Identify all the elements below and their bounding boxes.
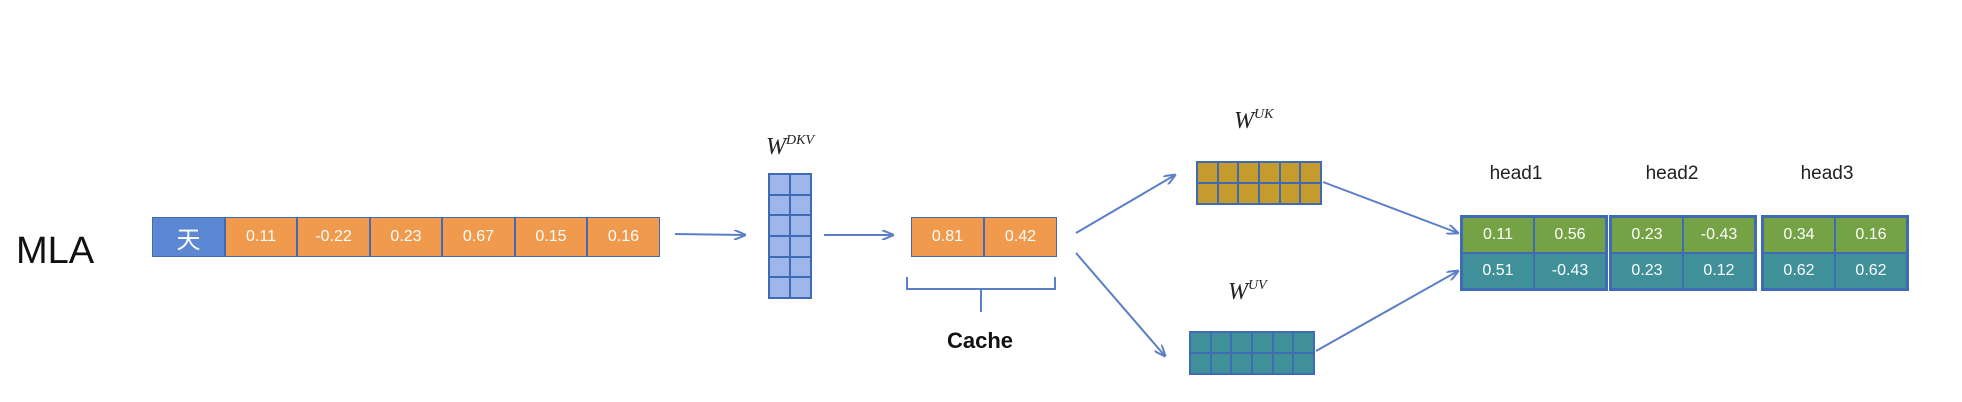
input-value: 0.11 — [225, 217, 297, 257]
input-value: 0.15 — [515, 217, 587, 257]
head-label: head2 — [1645, 163, 1699, 184]
head2-block: 0.23 -0.43 0.23 0.12 — [1609, 215, 1757, 291]
arrow-input-to-wdkv — [674, 234, 745, 235]
input-token-row: 天 0.11 -0.22 0.23 0.67 0.15 0.16 — [152, 217, 660, 257]
wuk-matrix — [1196, 161, 1322, 205]
head-label: head3 — [1800, 163, 1854, 184]
head-k-value: -0.43 — [1683, 217, 1755, 253]
head-k-value: 0.34 — [1763, 217, 1835, 253]
head-v-value: 0.23 — [1611, 253, 1683, 289]
head1-block: 0.11 0.56 0.51 -0.43 — [1460, 215, 1608, 291]
cache-brace — [906, 277, 1056, 312]
head-k-value: 0.11 — [1462, 217, 1534, 253]
head-v-value: 0.12 — [1683, 253, 1755, 289]
cache-value: 0.42 — [984, 217, 1057, 257]
wuv-label-base: W — [1228, 279, 1248, 305]
head-k-value: 0.56 — [1534, 217, 1606, 253]
wdkv-matrix — [768, 173, 812, 299]
input-value: 0.23 — [370, 217, 442, 257]
wuv-matrix — [1189, 331, 1315, 375]
wuk-label-sup: UK — [1254, 107, 1274, 122]
cache-vector: 0.81 0.42 — [911, 217, 1057, 257]
wuv-label-sup: UV — [1248, 278, 1267, 293]
head-v-value: 0.62 — [1763, 253, 1835, 289]
head-k-value: 0.23 — [1611, 217, 1683, 253]
input-value: 0.16 — [587, 217, 660, 257]
input-value: -0.22 — [297, 217, 370, 257]
wdkv-label: WDKV — [766, 133, 814, 161]
token-cell: 天 — [152, 217, 225, 257]
cache-value: 0.81 — [911, 217, 984, 257]
cache-label: Cache — [946, 328, 1014, 353]
head-v-value: -0.43 — [1534, 253, 1606, 289]
head3-block: 0.34 0.16 0.62 0.62 — [1761, 215, 1909, 291]
head-v-value: 0.62 — [1835, 253, 1907, 289]
head-v-value: 0.51 — [1462, 253, 1534, 289]
wuk-label: WUK — [1234, 107, 1273, 135]
head-k-value: 0.16 — [1835, 217, 1907, 253]
arrow-wuv-to-heads — [1315, 271, 1458, 352]
wdkv-label-base: W — [766, 134, 786, 160]
wdkv-label-sup: DKV — [786, 133, 814, 148]
arrow-cache-to-wuk — [1075, 175, 1175, 234]
input-value: 0.67 — [442, 217, 515, 257]
mla-title: MLA — [16, 230, 95, 272]
arrow-cache-to-wuv — [1075, 252, 1165, 356]
arrow-wuk-to-heads — [1322, 181, 1458, 233]
head-label: head1 — [1489, 163, 1543, 184]
wuk-label-base: W — [1234, 108, 1254, 134]
wuv-label: WUV — [1228, 278, 1267, 306]
